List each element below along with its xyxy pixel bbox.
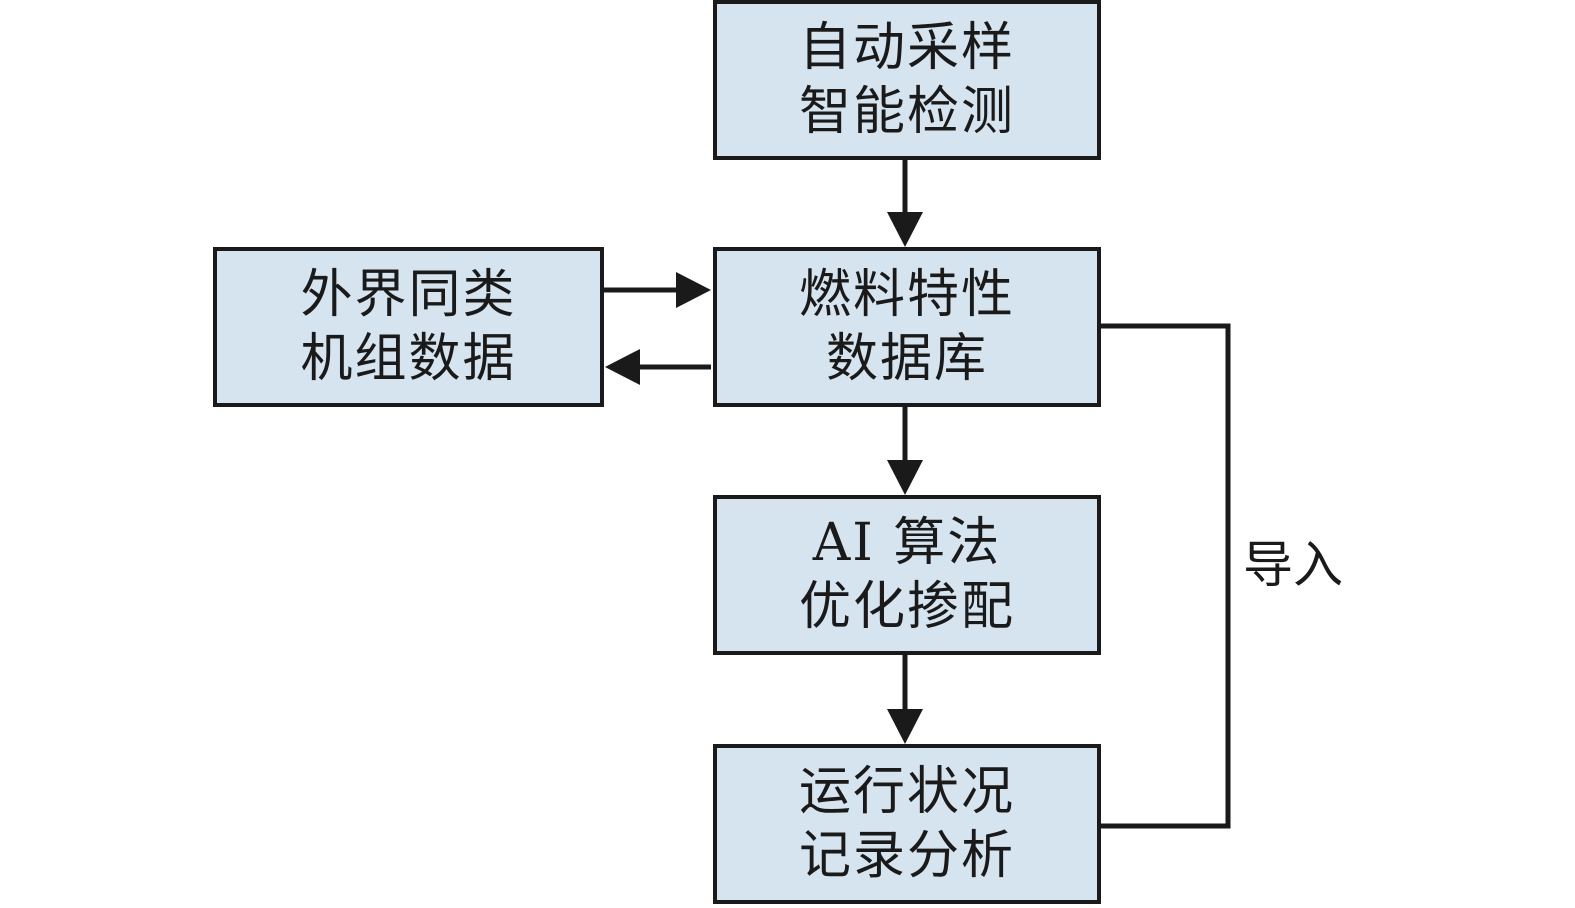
- node-fuel-database: 燃料特性 数据库: [713, 247, 1101, 407]
- node-external-unit-data-line2: 机组数据: [300, 329, 517, 389]
- node-fuel-database-line2: 数据库: [825, 329, 988, 389]
- node-operation-analysis-line1: 运行状况: [798, 762, 1015, 822]
- node-external-unit-data-line1: 外界同类: [300, 265, 517, 325]
- import-label: 导入: [1243, 536, 1343, 594]
- node-ai-blending: AI 算法 优化掺配: [713, 495, 1101, 655]
- node-operation-analysis: 运行状况 记录分析: [713, 744, 1101, 904]
- node-operation-analysis-line2: 记录分析: [798, 826, 1015, 886]
- arrowhead-ext-to-db: [676, 272, 711, 308]
- node-ai-blending-line2: 优化掺配: [798, 577, 1015, 637]
- node-auto-sampling-line2: 智能检测: [798, 82, 1015, 142]
- node-fuel-database-line1: 燃料特性: [798, 265, 1015, 325]
- node-external-unit-data: 外界同类 机组数据: [213, 247, 604, 407]
- arrowhead-db-to-ext: [605, 349, 640, 385]
- import-connector: [1101, 323, 1231, 829]
- arrowhead-sample-to-db: [887, 212, 923, 247]
- arrowhead-ai-to-run: [887, 709, 923, 744]
- node-auto-sampling-line1: 自动采样: [798, 18, 1015, 78]
- arrowhead-db-to-ai: [887, 460, 923, 495]
- node-auto-sampling: 自动采样 智能检测: [713, 0, 1101, 160]
- node-ai-blending-line1: AI 算法: [812, 513, 1002, 573]
